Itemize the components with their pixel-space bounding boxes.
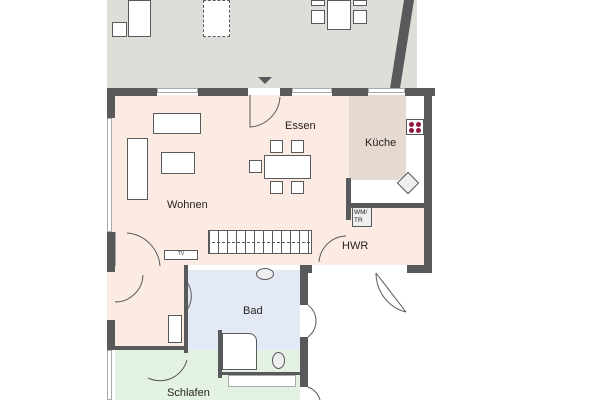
window: [228, 375, 296, 387]
tv-label: TV: [177, 251, 185, 257]
washbasin-icon: [256, 268, 274, 280]
washer-dryer-icon: WM/ TR: [352, 207, 372, 227]
room-label-hwr: HWR: [342, 240, 369, 252]
wall: [424, 88, 432, 273]
wall: [332, 88, 368, 96]
dining-chair-icon: [291, 140, 304, 153]
dining-table-icon: [264, 155, 311, 179]
dining-chair-icon: [291, 181, 304, 194]
tv-icon: TV: [164, 250, 198, 260]
washer-label: WM/: [354, 209, 368, 216]
window: [157, 88, 198, 93]
room-label-essen: Essen: [285, 120, 316, 132]
room-kueche: [349, 95, 406, 180]
room-label-kueche: Küche: [365, 137, 397, 149]
dining-chair-icon: [249, 160, 262, 173]
sofa-icon: [153, 113, 201, 134]
coffee-table-icon: [161, 152, 195, 174]
lounger-icon: [128, 0, 151, 37]
cabinet-icon: [168, 315, 182, 343]
wall: [300, 337, 308, 387]
wall: [107, 88, 115, 118]
wall: [407, 265, 432, 273]
terrace-chair-icon: [311, 10, 325, 24]
side-table-icon: [112, 22, 127, 37]
terrace-chair-icon: [353, 0, 367, 6]
toilet-icon: [272, 352, 285, 369]
terrace-chair-icon: [353, 10, 367, 24]
sofa-icon: [127, 138, 148, 200]
wall: [198, 88, 248, 96]
window: [368, 88, 405, 93]
wall: [107, 88, 157, 96]
wall: [115, 346, 187, 350]
terrace-table-icon: [327, 0, 351, 30]
shower-icon: [222, 333, 257, 370]
dining-chair-icon: [270, 140, 283, 153]
dining-chair-icon: [270, 181, 283, 194]
wall: [107, 232, 115, 272]
wall: [218, 372, 302, 375]
terrace-chair-icon: [311, 0, 325, 6]
room-label-bad: Bad: [243, 305, 263, 317]
window: [107, 118, 112, 232]
wall: [218, 330, 222, 378]
wall: [280, 88, 292, 96]
stair-arrow-line: [212, 242, 310, 243]
room-label-schlafen: Schlafen: [167, 387, 210, 399]
wall: [346, 203, 424, 208]
dryer-label: TR: [354, 217, 363, 224]
room-label-wohnen: Wohnen: [167, 199, 208, 211]
wall: [346, 178, 351, 220]
wall: [184, 265, 188, 353]
wall: [405, 88, 435, 96]
bench-icon: [203, 0, 230, 37]
window: [292, 88, 332, 93]
wall: [300, 265, 308, 305]
wall: [107, 320, 115, 350]
entrance-arrow-icon: [258, 77, 272, 84]
stove-icon: [406, 119, 424, 135]
